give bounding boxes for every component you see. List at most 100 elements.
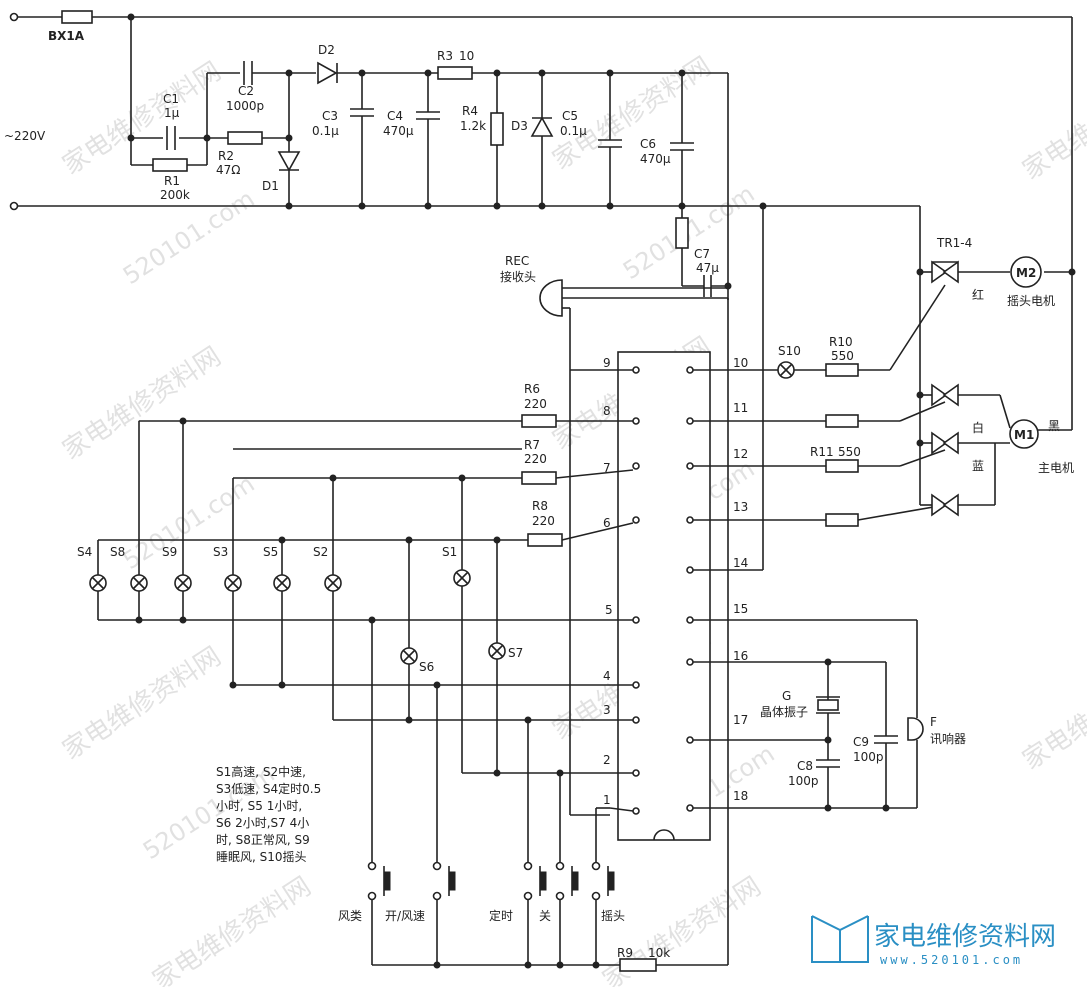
c3-value: 0.1μ [312,124,339,138]
crystal-g [817,699,839,711]
motor-label: M2 [1016,266,1036,280]
d1-label: D1 [262,179,279,193]
pin-label: 17 [733,713,748,727]
indicator-lamp-s1 [453,569,471,587]
resistor-r1 [152,158,188,172]
swing-button-label: 摇头 [601,909,625,923]
mode-button[interactable] [367,861,391,901]
pin-label: 8 [603,404,611,418]
r7-value: 220 [524,452,547,466]
lamp-label-s4: S4 [77,545,92,559]
ir-receiver [539,279,563,317]
r6-label: R6 [524,382,540,396]
diode-d2 [317,61,338,85]
indicator-lamp-s5 [273,574,291,592]
pin-label: 16 [733,649,748,663]
ic-chip [570,206,917,841]
r8-value: 220 [532,514,555,528]
c5-value: 0.1μ [560,124,587,138]
pin-label: 12 [733,447,748,461]
c8-label: C8 [797,759,813,773]
resistor-r7 [521,471,557,485]
resistor-r11 [825,459,859,473]
c3-label: C3 [322,109,338,123]
timer-button-label: 定时 [489,908,513,923]
c9-label: C9 [853,735,869,749]
power-supply-wiring [9,10,1076,965]
resistor-r10 [825,363,859,377]
c2-label: C2 [238,84,254,98]
swing-motor-m2 [1010,256,1042,288]
legend-line: S3低速, S4定时0.5 [216,781,321,796]
brand-url: www.520101.com [880,953,1023,967]
oscillator-buzzer [816,620,924,812]
r4-value: 1.2k [460,119,486,133]
timer-button[interactable] [523,861,547,901]
component-labels: BX1A ~220V C1 1μ C2 1000p R1 200k R2 47Ω… [4,29,1074,960]
pin-label: 5 [605,603,613,617]
motor-driver: M2 M1 [777,206,1042,527]
pin-label: 2 [603,753,611,767]
resistor-r3 [437,66,473,80]
indicator-lamp-s6 [400,647,418,665]
pin-label: 4 [603,669,611,683]
r1-label: R1 [164,174,180,188]
d3-label: D3 [511,119,528,133]
r9-value: 10k [648,946,670,960]
power-speed-button-label: 开/风速 [385,909,425,923]
mode-button-label: 风类 [338,909,362,923]
ic-pins-right [686,366,694,812]
brand-name: 家电维修资料网 [874,922,1056,952]
watermark-text: 家电维修资料网 [57,642,226,766]
d2-label: D2 [318,43,335,57]
pin-label: 7 [603,461,611,475]
indicator-lamp-s8 [130,574,148,592]
wire-white-label: 白 [972,420,984,435]
r10-value: 550 [831,349,854,363]
off-button[interactable] [555,861,579,901]
swing-button[interactable] [591,861,615,901]
ac-terminal-top [9,12,19,22]
c4-label: C4 [387,109,403,123]
lamp-label-s2: S2 [313,545,328,559]
brand-logo: 家电维修资料网 www.520101.com [811,915,1056,967]
pin-label: 6 [603,516,611,530]
legend-line: S1高速, S2中速, [216,764,306,779]
lamp-label-s3: S3 [213,545,228,559]
pin-label: 15 [733,602,748,616]
r2-value: 47Ω [216,163,240,177]
lamp-label-s6: S6 [419,660,434,674]
r6-value: 220 [524,397,547,411]
pin-label: 3 [603,703,611,717]
legend-line: 小时, S5 1小时, [216,799,302,813]
c8-value: 100p [788,774,819,788]
watermark-text: 家电维修资料网 [1017,62,1087,186]
book-icon [811,915,869,963]
indicator-lamp-s4 [89,574,107,592]
m2-name: 摇头电机 [1007,294,1055,308]
power-speed-button[interactable] [432,861,456,901]
c2-value: 1000p [226,99,264,113]
r9-label: R9 [617,946,633,960]
wire-black-label: 黑 [1048,419,1060,433]
switch-legend: S1高速, S2中速, S3低速, S4定时0.5 小时, S5 1小时, S6… [216,764,321,864]
fuse-label: BX1A [48,29,85,43]
c7-value: 47μ [696,261,719,275]
resistor-r11a [825,414,859,428]
indicator-lamp-s9 [174,574,192,592]
pin-label: 18 [733,789,748,803]
r7-label: R7 [524,438,540,452]
resistor-r2 [227,131,263,145]
resistor-r6 [521,414,557,428]
c6-label: C6 [640,137,656,151]
triac [920,443,996,517]
rec-cn-label: 接收头 [500,269,536,284]
buzzer-label: F [930,715,937,729]
g-label: G [782,689,791,703]
indicator-lamp-s7 [488,642,506,660]
motor-label: M1 [1014,428,1034,442]
pin-label: 10 [733,356,748,370]
resistor-c7-bias [675,217,689,249]
buzzer-name: 讯响器 [930,731,966,746]
c9-value: 100p [853,750,884,764]
